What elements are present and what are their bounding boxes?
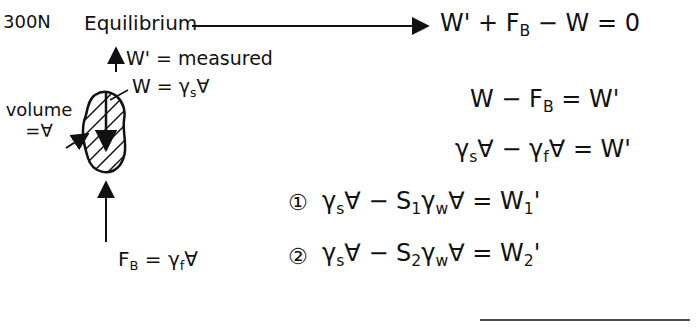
equation: W' + FB − W = 0 [440, 10, 640, 38]
arrow [192, 25, 428, 27]
subscript: 1 [411, 200, 421, 218]
text-run: Equilibrium [84, 11, 197, 35]
subscript: 2 [411, 252, 421, 270]
subscript: B [520, 22, 531, 40]
force-label: W = γs∀ [132, 76, 209, 98]
text-run: W' = measured [126, 47, 273, 69]
equation: W − FB = W' [470, 86, 619, 114]
equation: γs∀ − γf∀ = W' [455, 136, 631, 164]
subscript: 1 [524, 200, 534, 218]
text-run: ② [288, 244, 308, 269]
text-run: W − F [470, 85, 543, 113]
text-run: = γ [138, 247, 179, 271]
text-run: ∀ [196, 75, 209, 97]
force-arrow [115, 48, 117, 72]
text-run: W' + F [440, 9, 520, 37]
text-run: = W' [554, 85, 620, 113]
text-run: ' [534, 187, 541, 215]
text-run: − W = 0 [530, 9, 640, 37]
text-run: ∀ − S [344, 187, 411, 215]
subscript: f [543, 148, 549, 166]
load-value: 300N [3, 12, 51, 33]
text-run: ∀ − S [344, 239, 411, 267]
subscript: s [336, 200, 344, 218]
callout-number: ② [288, 244, 308, 269]
equation: γs∀ − S1γw∀ = W1' [322, 188, 540, 216]
text-run: γ [421, 239, 435, 267]
underline [480, 319, 690, 321]
subscript: 2 [524, 252, 534, 270]
heading: Equilibrium [84, 12, 197, 35]
text-run: γ [322, 239, 336, 267]
force-arrow [105, 182, 107, 242]
volume-label: volume =∀ [4, 100, 74, 141]
force-label: FB = γf∀ [118, 248, 198, 271]
text-run: γ [455, 135, 469, 163]
leader-arrow [66, 134, 88, 148]
subscript: s [190, 86, 196, 100]
subscript: s [336, 252, 344, 270]
text-run: 300N [3, 11, 51, 32]
subscript: B [130, 258, 139, 273]
text-run: ∀ = W [448, 187, 524, 215]
text-run: ∀ = W [448, 239, 524, 267]
text-run: γ [322, 187, 336, 215]
callout-number: ① [288, 190, 308, 215]
text-run: volume =∀ [6, 99, 73, 141]
text-run: γ [421, 187, 435, 215]
text-run: ① [288, 190, 308, 215]
text-run: ∀ [184, 247, 198, 271]
leader-line [110, 90, 128, 100]
equation: γs∀ − S2γw∀ = W2' [322, 240, 540, 268]
subscript: s [469, 148, 477, 166]
subscript: w [435, 252, 448, 270]
text-run: ' [534, 239, 541, 267]
subscript: f [180, 258, 185, 273]
force-label: W' = measured [126, 48, 273, 70]
text-run: ∀ = W' [549, 135, 631, 163]
text-run: ∀ − γ [477, 135, 543, 163]
text-run: F [118, 247, 130, 271]
subscript: B [543, 98, 554, 116]
text-run: W = γ [132, 75, 190, 97]
subscript: w [435, 200, 448, 218]
